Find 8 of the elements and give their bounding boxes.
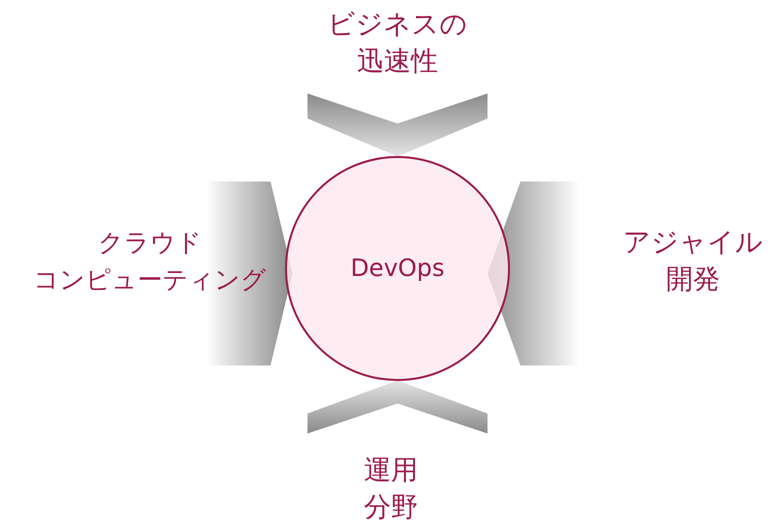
topic-label: ビジネスの迅速性: [326, 8, 468, 79]
topic-label: アジャイル開発: [622, 226, 764, 297]
circle-label: DevOps: [350, 253, 445, 284]
chevron-arrow: [308, 94, 488, 156]
chevron-arrow: [308, 380, 488, 434]
topic-label: コンピューティング: [32, 264, 268, 296]
topic-label: 運用分野: [363, 454, 419, 525]
topic-label: クラウド: [97, 227, 203, 259]
